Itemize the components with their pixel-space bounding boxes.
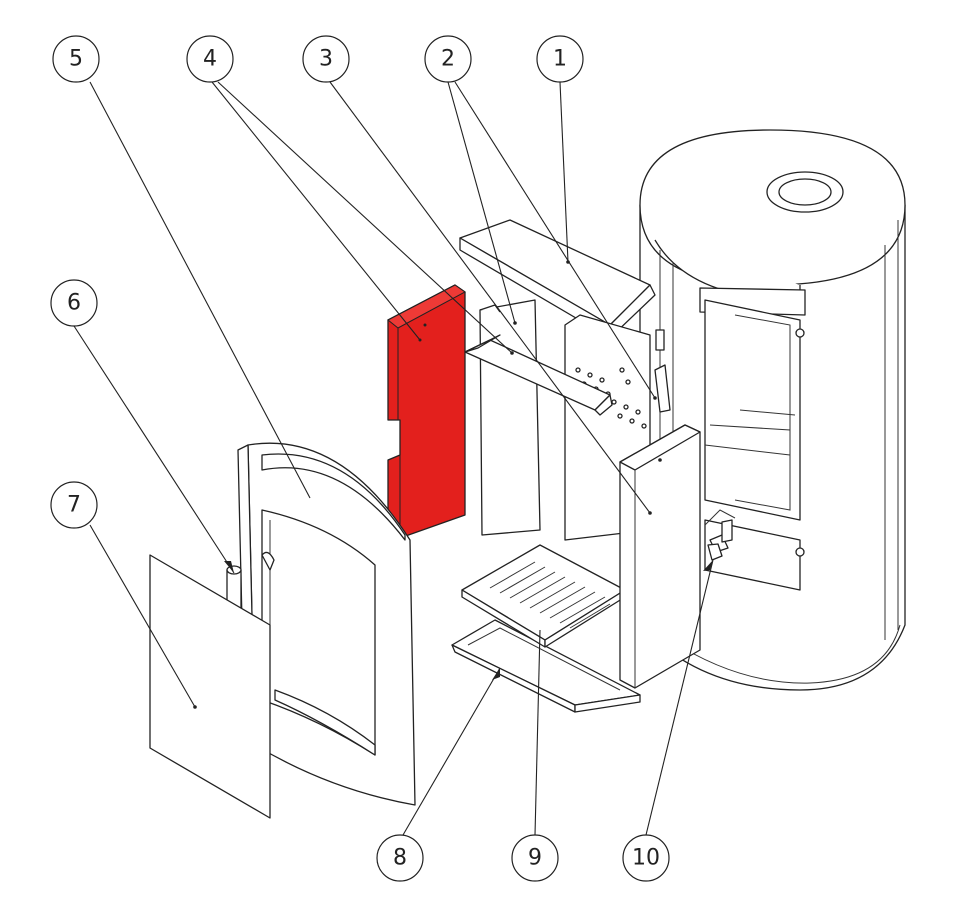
callout-10-label: 10: [632, 846, 660, 871]
leader-lines: [73, 81, 714, 836]
callout-6-label: 6: [67, 291, 81, 316]
front-right-liner: [619, 424, 701, 689]
part-7-glass: [149, 554, 271, 819]
callout-4: 4: [186, 35, 234, 83]
callout-9-label: 9: [528, 846, 542, 871]
part-10-bracket: [707, 519, 733, 561]
part-4-red-liner: [387, 284, 466, 539]
callout-6: 6: [50, 279, 98, 327]
callout-4-label: 4: [203, 47, 217, 72]
part-4-deflector: [464, 334, 613, 416]
callout-9: 9: [511, 834, 559, 882]
part-1-baffle-plate: [459, 219, 656, 339]
callout-3: 3: [302, 35, 350, 83]
callout-10: 10: [622, 834, 670, 882]
callout-5-label: 5: [69, 47, 83, 72]
callout-1-label: 1: [553, 47, 567, 72]
callout-1: 1: [536, 35, 584, 83]
callout-7-label: 7: [67, 493, 81, 518]
callout-8-label: 8: [393, 846, 407, 871]
callout-2-label: 2: [441, 47, 455, 72]
callout-8: 8: [376, 834, 424, 882]
callouts: 1 2 3 4 5 6 7 8: [50, 35, 670, 882]
callout-5: 5: [52, 35, 100, 83]
callout-7: 7: [50, 481, 98, 529]
grate-slots: [489, 561, 611, 629]
callout-2: 2: [424, 35, 472, 83]
part-8-ash-pan: [451, 619, 641, 713]
callout-3-label: 3: [319, 47, 333, 72]
